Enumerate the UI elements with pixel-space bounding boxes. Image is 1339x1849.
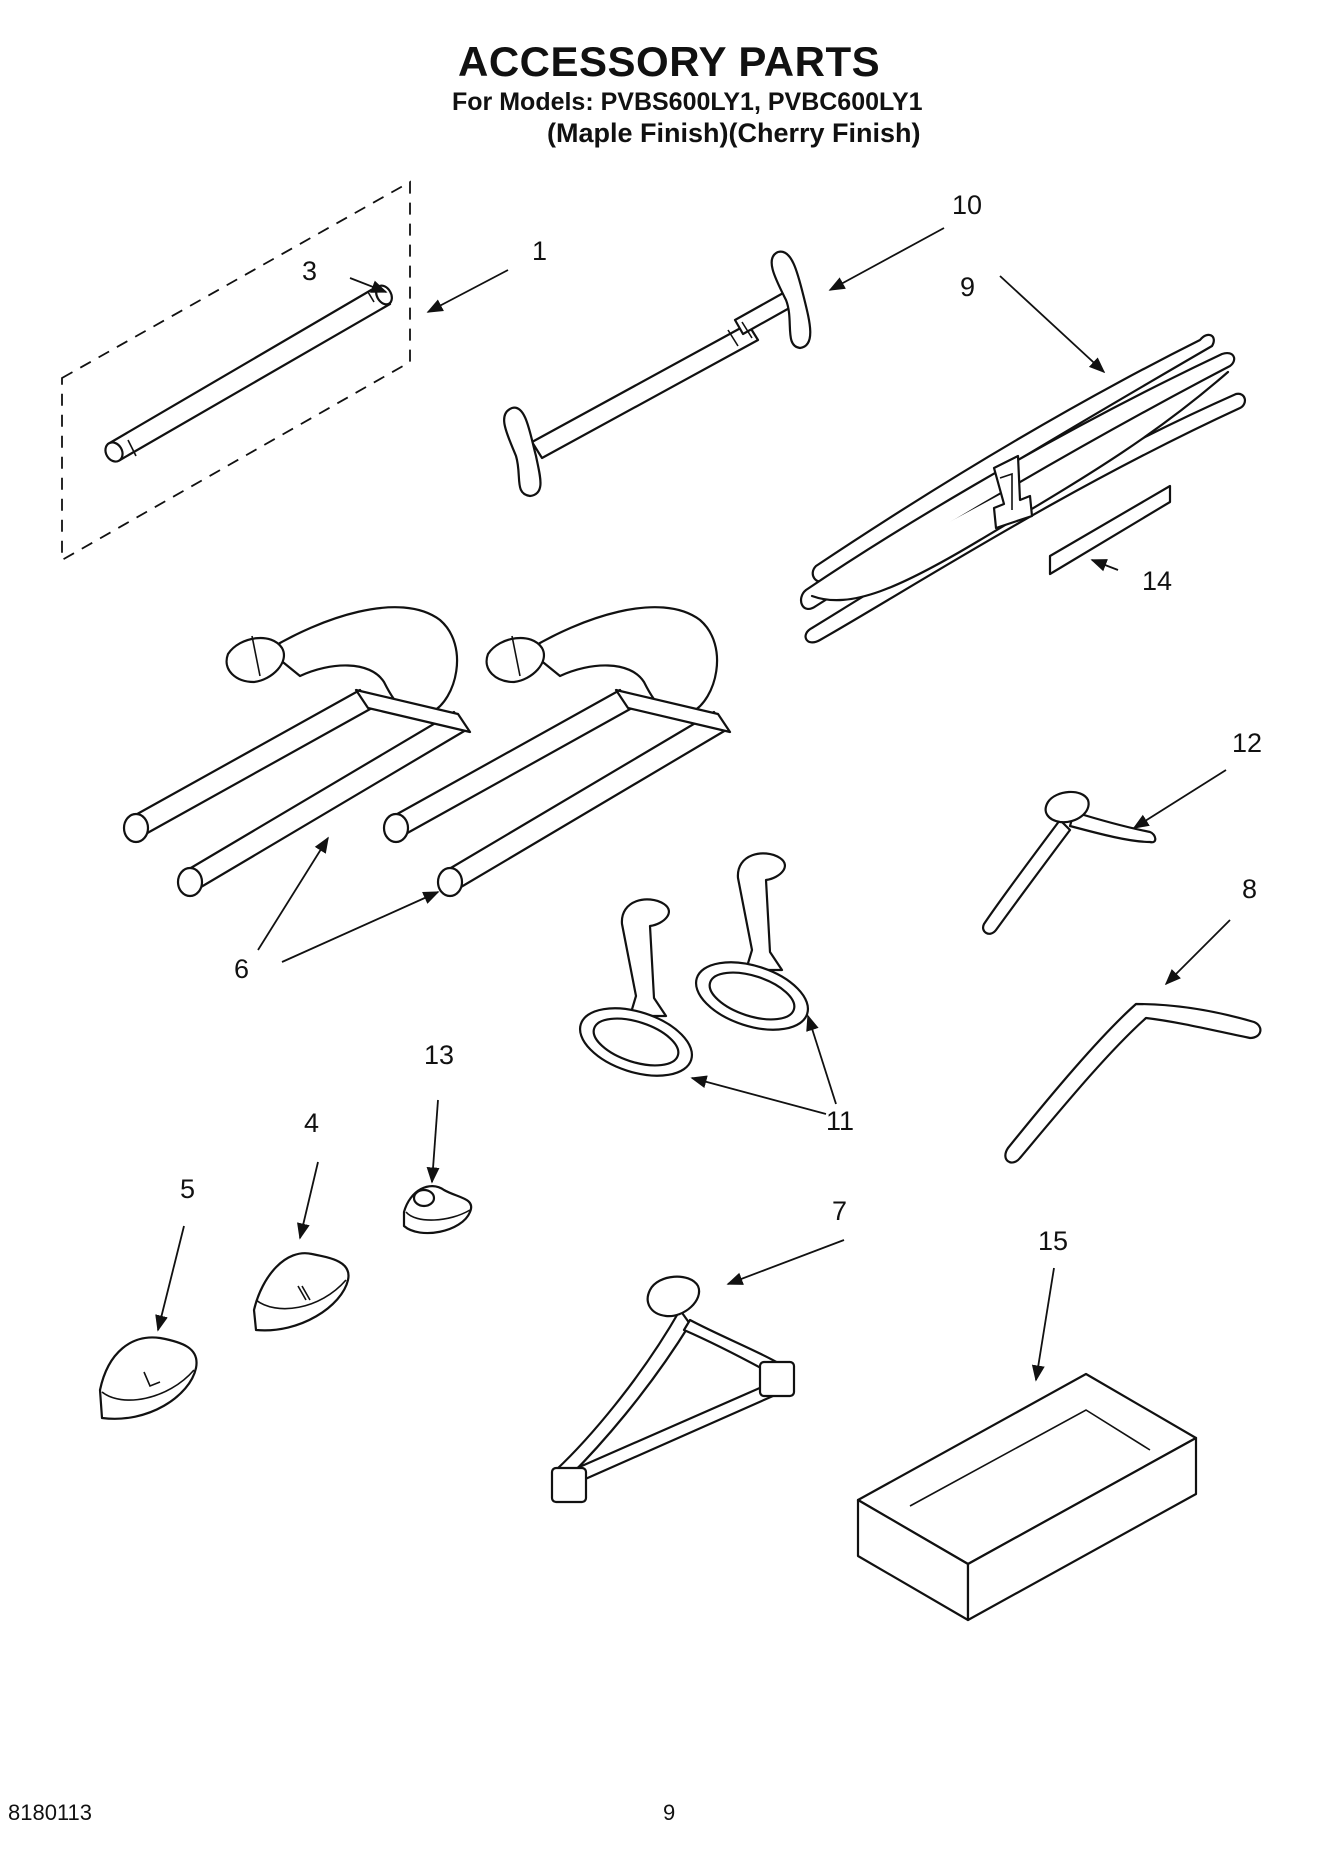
part-14-strip: [1048, 484, 1172, 576]
callout-6: 6: [234, 954, 250, 984]
part-9-slide-bracket: [799, 333, 1246, 644]
part-8-hanger-bar: [1004, 1002, 1262, 1164]
callout-4: 4: [304, 1108, 320, 1138]
part-11-hooks: [578, 852, 810, 1077]
document-number: 8180113: [8, 1800, 93, 1825]
callout-13: 13: [424, 1040, 455, 1070]
part-5-glide-l: [98, 1336, 198, 1420]
callout-11: 11: [826, 1106, 855, 1136]
part-6-double-hanger-left: [122, 606, 472, 898]
part-3-rod: [104, 284, 393, 463]
part-15-tray: [856, 1372, 1198, 1622]
callout-14: 14: [1142, 566, 1173, 596]
part-10-adjustable-bar: [503, 250, 812, 498]
models-line: For Models: PVBS600LY1, PVBC600LY1: [452, 88, 923, 116]
callout-9: 9: [960, 272, 976, 302]
part-6-double-hanger-right: [382, 606, 732, 898]
callout-5: 5: [180, 1174, 196, 1204]
finish-line: (Maple Finish)(Cherry Finish): [547, 118, 921, 148]
callout-12: 12: [1232, 728, 1263, 758]
page-title: ACCESSORY PARTS: [458, 38, 881, 85]
part-12-tie-hanger: [982, 790, 1157, 935]
callout-15: 15: [1038, 1226, 1069, 1256]
callout-7: 7: [832, 1196, 848, 1226]
part-1-closet-rod-kit: [61, 180, 411, 562]
part-13-glide: [402, 1185, 473, 1235]
part-7-hanger: [550, 1275, 796, 1504]
part-4-glide-h: [252, 1252, 350, 1332]
callout-3: 3: [302, 256, 318, 286]
callout-10: 10: [952, 190, 983, 220]
callout-1: 1: [532, 236, 548, 266]
page-number: 9: [663, 1800, 676, 1825]
callout-8: 8: [1242, 874, 1258, 904]
leader-lines: [155, 227, 1231, 1382]
